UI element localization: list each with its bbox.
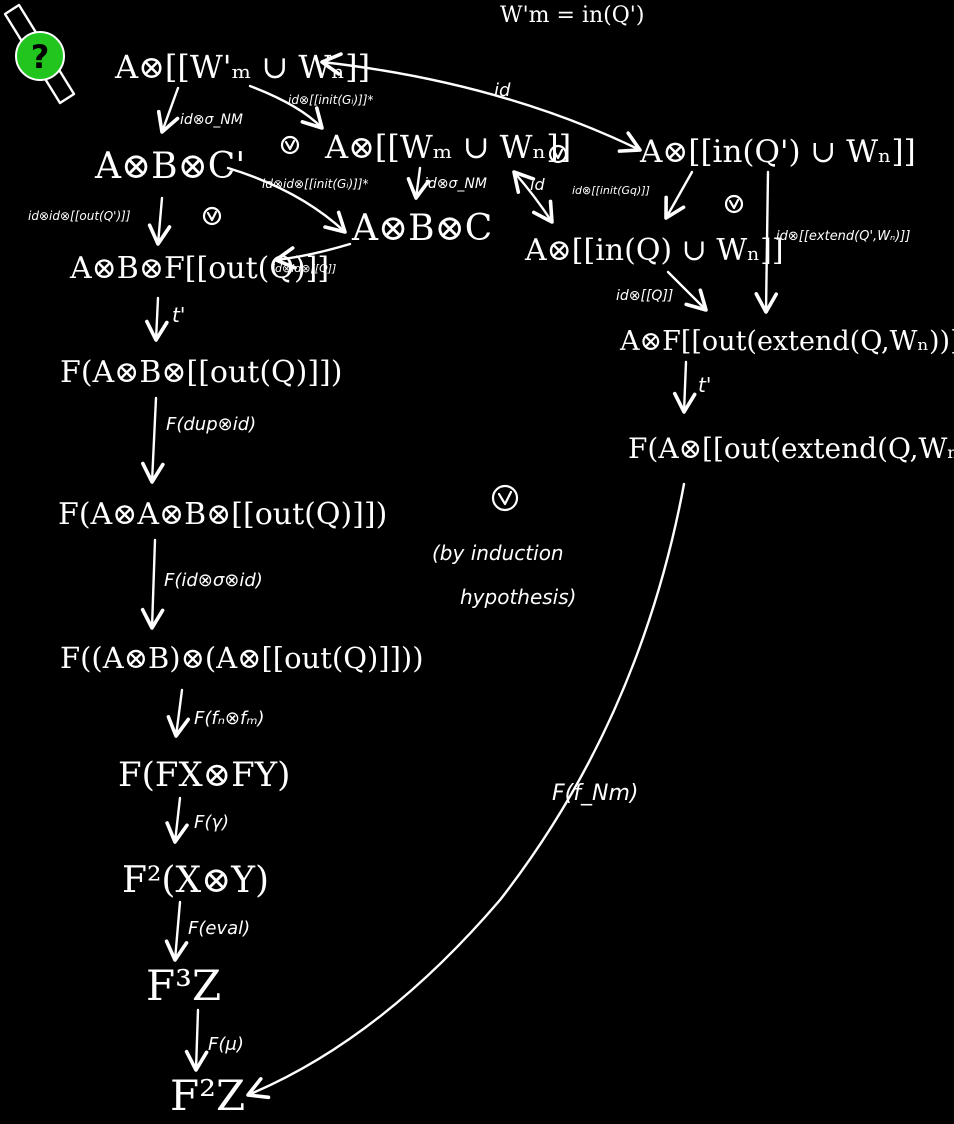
arrow-id-otimes-id-otimes-q: [274, 242, 352, 270]
check-icon: [202, 206, 222, 226]
arrow-id-otimes-init-gi: [248, 84, 324, 130]
node-a-b-ci: A⊗B⊗C': [94, 146, 245, 187]
label-id-otimes-q: id⊗[[Q]]: [616, 288, 673, 304]
label-f-mu: F(μ): [208, 1034, 244, 1055]
induction-note-line1: (by induction: [432, 541, 564, 565]
check-icon: [548, 144, 568, 164]
node-f-fx-fy: F(FX⊗FY): [118, 755, 290, 795]
arrow-id-otimes-init-gq: [664, 170, 694, 220]
label-t-prime-left: t': [172, 303, 185, 327]
node-f2-x-y: F²(X⊗Y): [122, 860, 269, 901]
node-a-b-c: A⊗B⊗C: [351, 208, 492, 249]
arrow-t-prime-left: [145, 296, 169, 342]
label-f-gamma: F(γ): [194, 812, 229, 833]
node-f-a-a-b-out-q: F(A⊗A⊗B⊗[[out(Q)]]): [58, 497, 387, 532]
label-f-dup-otimes-id: F(dup⊗id): [166, 414, 256, 435]
node-a-wm-union-wn: A⊗[[Wₘ ∪ Wₙ]]: [324, 128, 571, 166]
node-a-wmi-union-wn: A⊗[[W'ₘ ∪ Wₙ]]: [114, 48, 370, 86]
arrow-id-otimes-id-otimes-out-qi: [147, 196, 172, 246]
node-a-f-out-extend: A⊗F[[out(extend(Q,Wₙ))]]: [619, 326, 954, 357]
arrow-f-dup-otimes-id: [141, 396, 165, 484]
arrow-id-otimes-q: [666, 270, 708, 312]
node-f-a-out-extend: F(A⊗[[out(extend(Q,Wₙ))]]): [628, 432, 954, 465]
node-f-a-b-out-q: F(A⊗B⊗[[out(Q)]]): [60, 355, 342, 390]
label-f-id-otimes-sigma-otimes-id: F(id⊗σ⊗id): [164, 570, 263, 591]
question-icon: ?: [31, 38, 50, 76]
label-id-mid: id: [530, 175, 545, 194]
arrow-id-otimes-extend: [754, 170, 779, 314]
arrow-f-eval: [164, 900, 189, 962]
header-annotation: W'm = in(Q'): [500, 3, 644, 28]
label-t-prime-right: t': [698, 373, 711, 397]
check-icon: [491, 484, 519, 512]
label-id-otimes-extend: id⊗[[extend(Q',Wₙ)]]: [776, 229, 910, 244]
node-f-ab-a-out-q: F((A⊗B)⊗(A⊗[[out(Q)]])): [60, 641, 424, 675]
label-f-fn-otimes-fm: F(fₙ⊗fₘ): [194, 708, 265, 729]
arrow-id-otimes-sigma-nm-left: [156, 86, 180, 134]
label-id-otimes-id-otimes-init-gi: id⊗id⊗[[init(Gᵢ)]]*: [262, 177, 369, 191]
label-id-top: id: [494, 80, 511, 101]
question-badge[interactable]: ?: [3, 3, 76, 105]
label-id-otimes-init-gi: id⊗[[init(Gᵢ)]]*: [288, 93, 374, 107]
label-id-otimes-id-otimes-out-qi: id⊗id⊗[[out(Q')]]: [28, 209, 131, 223]
arrow-id-otimes-id-otimes-init-gi: [226, 166, 347, 234]
induction-note-line2: hypothesis): [460, 585, 576, 609]
label-f-f-nm: F(f_Nm): [552, 781, 638, 806]
arrow-f-mu: [184, 1008, 209, 1072]
label-id-otimes-sigma-nm-left: id⊗σ_NM: [180, 112, 243, 128]
arrow-id-mid: [512, 170, 554, 224]
arrow-f-fn-otimes-fm: [166, 688, 191, 738]
node-f3-z: F³Z: [146, 961, 221, 1010]
node-f2-z: F²Z: [170, 1071, 245, 1120]
label-id-otimes-id-otimes-q: id⊗id⊗[[Q]]: [272, 262, 336, 275]
label-id-otimes-sigma-nm-mid: id⊗σ_NM: [424, 176, 487, 192]
arrow-t-prime-right: [672, 360, 697, 414]
label-f-eval: F(eval): [188, 918, 250, 939]
node-a-in-qi-union-wn: A⊗[[in(Q') ∪ Wₙ]]: [639, 134, 916, 170]
arrow-f-gamma: [165, 796, 189, 844]
arrow-f-f-nm: [246, 482, 686, 1100]
check-icon: [280, 135, 300, 155]
node-a-in-q-union-wn: A⊗[[in(Q) ∪ Wₙ]]: [524, 233, 784, 268]
badge-circle: [15, 31, 65, 81]
arrow-id-otimes-sigma-nm-mid: [406, 166, 431, 200]
check-icon: [724, 194, 744, 214]
arrow-id-top: [320, 52, 642, 153]
arrow-f-id-otimes-sigma-otimes-id: [140, 538, 165, 630]
label-id-otimes-init-gq: id⊗[[init(Gq)]]: [572, 184, 650, 197]
